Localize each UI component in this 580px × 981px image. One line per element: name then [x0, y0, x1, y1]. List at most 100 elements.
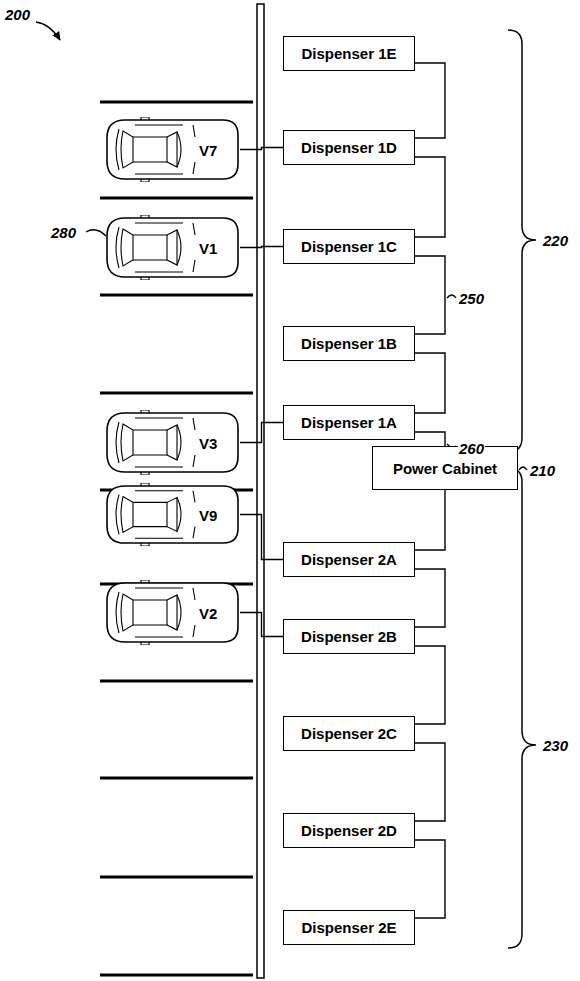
charging-cable: [240, 247, 283, 248]
vehicle-detail: [141, 580, 149, 583]
vehicle: V1: [105, 215, 240, 280]
vehicle-detail: [167, 132, 177, 167]
vehicle-id: V7: [199, 141, 217, 158]
vehicle-detail: [167, 230, 177, 265]
vehicle-detail: [193, 588, 195, 637]
power-link: [415, 157, 445, 237]
callout-number: 260: [458, 440, 485, 457]
vehicle-detail: [116, 495, 119, 535]
vehicle-detail: [116, 592, 119, 633]
vehicle-detail: [177, 425, 181, 460]
power-link: [415, 646, 445, 724]
vehicle-detail: [141, 215, 149, 218]
vehicle-outline: [105, 117, 240, 182]
box-label: Dispenser 1B: [301, 335, 397, 352]
vehicle-detail: [133, 502, 167, 526]
vehicle-detail: [141, 472, 149, 475]
vehicle-detail: [193, 223, 195, 272]
vehicle-detail: [177, 498, 181, 532]
box-label: Dispenser 2A: [301, 551, 397, 568]
vehicle: V9: [105, 483, 240, 546]
vehicle-detail: [107, 120, 238, 179]
dispenser-box: Dispenser 2E: [283, 910, 415, 945]
vehicle-detail: [141, 277, 149, 280]
charging-cable: [240, 148, 283, 150]
vehicle-detail: [141, 642, 149, 645]
vehicle-detail: [193, 491, 195, 538]
vehicle-detail: [141, 483, 149, 486]
box-label: Dispenser 1D: [301, 139, 397, 156]
dispenser-box: Dispenser 1A: [283, 405, 415, 440]
power-link: [415, 569, 445, 627]
vehicle-detail: [133, 235, 167, 260]
box-label: Dispenser 2E: [301, 919, 396, 936]
leader-210: [519, 467, 527, 470]
vehicle-detail: [167, 425, 177, 460]
vehicle-detail: [141, 410, 149, 413]
power-link: [415, 743, 445, 821]
callout-number: 230: [542, 737, 569, 754]
box-label: Dispenser 1E: [301, 45, 396, 62]
leader-200: [36, 22, 60, 40]
vehicle-outline: [105, 483, 240, 546]
dispenser-box: Dispenser 1C: [283, 229, 415, 264]
callout-number: 280: [50, 224, 77, 241]
vehicle-detail: [107, 583, 238, 642]
leader-250: [447, 295, 456, 298]
power-link: [415, 490, 445, 550]
vehicle-detail: [133, 137, 167, 162]
vehicle-detail: [177, 132, 181, 167]
dispenser-box: Dispenser 2A: [283, 542, 415, 577]
vehicle-detail: [121, 594, 133, 631]
vehicle-id: V2: [199, 604, 217, 621]
vehicle-detail: [133, 600, 167, 625]
vehicle-outline: [105, 410, 240, 475]
box-label: Power Cabinet: [393, 460, 497, 477]
vehicle-id: V9: [199, 506, 217, 523]
dispenser-box: Dispenser 1D: [283, 130, 415, 165]
callout-number: 210: [529, 462, 556, 479]
vehicle: V2: [105, 580, 240, 645]
box-label: Dispenser 2C: [301, 725, 397, 742]
vehicle-detail: [135, 491, 183, 538]
callout-number: 250: [458, 290, 485, 307]
vehicle-id: V1: [199, 239, 217, 256]
vehicle-detail: [121, 424, 133, 461]
vehicle-detail: [193, 418, 195, 467]
charging-cable: [240, 423, 283, 443]
vehicle-detail: [116, 227, 119, 268]
power-link: [415, 63, 445, 138]
brace-230: [508, 468, 536, 948]
vehicle-detail: [141, 117, 149, 120]
vehicle-outline: [105, 215, 240, 280]
charging-cable: [240, 613, 283, 637]
vehicle-id: V3: [199, 434, 217, 451]
leader-280: [86, 230, 106, 236]
vehicle-detail: [133, 430, 167, 455]
power-link: [415, 840, 445, 918]
brace-220: [508, 30, 536, 452]
vehicle-detail: [121, 497, 133, 533]
vehicle-detail: [107, 218, 238, 277]
parking-lines: [100, 102, 253, 975]
vehicle-detail: [141, 543, 149, 546]
vehicle-outline: [105, 580, 240, 645]
callout-number: 220: [542, 232, 569, 249]
vehicle-detail: [141, 179, 149, 182]
dispenser-box: Dispenser 2D: [283, 813, 415, 848]
power-cabinet: Power Cabinet: [372, 446, 518, 490]
vehicle-detail: [107, 413, 238, 472]
vehicle-detail: [135, 418, 183, 467]
vehicle-detail: [193, 125, 195, 174]
vehicle-detail: [177, 595, 181, 630]
vehicle-detail: [135, 223, 183, 272]
dispenser-box: Dispenser 2C: [283, 716, 415, 751]
vehicle: V3: [105, 410, 240, 475]
dispenser-box: Dispenser 2B: [283, 619, 415, 654]
vehicle-detail: [121, 131, 133, 168]
dispenser-box: Dispenser 1B: [283, 326, 415, 361]
vehicle-detail: [116, 422, 119, 463]
box-label: Dispenser 1C: [301, 238, 397, 255]
charging-cable: [240, 515, 283, 560]
